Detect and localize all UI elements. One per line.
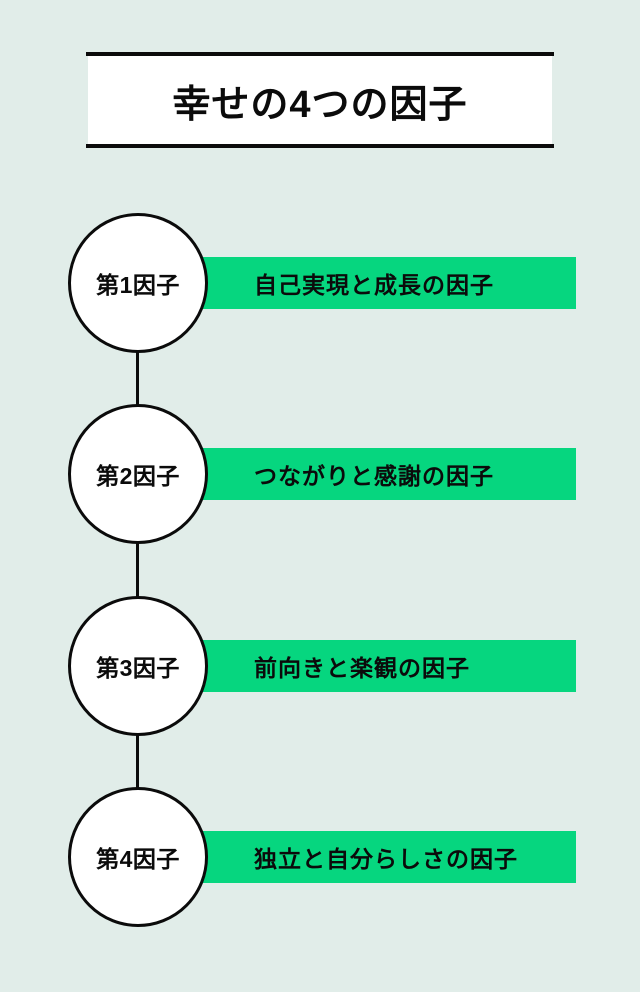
connector-line-2-3	[136, 540, 139, 628]
factor-row[interactable]: 自己実現と成長の因子 第1因子	[0, 212, 640, 354]
factor-bar: 独立と自分らしさの因子	[150, 831, 576, 883]
page-title-block: 幸せの4つの因子	[86, 52, 554, 148]
page-title: 幸せの4つの因子	[172, 83, 468, 126]
connector-line-3-4	[136, 731, 139, 819]
factor-badge-label: 第3因子	[96, 655, 180, 681]
factor-row[interactable]: つながりと感謝の因子 第2因子	[0, 403, 640, 545]
factor-row[interactable]: 独立と自分らしさの因子 第4因子	[0, 786, 640, 928]
factor-badge-circle[interactable]: 第3因子	[68, 596, 208, 736]
factor-bar: 自己実現と成長の因子	[150, 257, 576, 309]
title-rule-top	[86, 52, 554, 56]
connector-line-1-2	[136, 348, 139, 436]
title-card	[88, 52, 552, 148]
factor-badge-circle[interactable]: 第2因子	[68, 404, 208, 544]
factor-label: 前向きと楽観の因子	[254, 655, 470, 681]
factor-row[interactable]: 前向きと楽観の因子 第3因子	[0, 595, 640, 737]
factor-badge-circle[interactable]: 第4因子	[68, 787, 208, 927]
factor-label: 自己実現と成長の因子	[254, 272, 494, 298]
factor-bar: 前向きと楽観の因子	[150, 640, 576, 692]
factor-badge-label: 第2因子	[96, 463, 180, 489]
factor-badge-circle[interactable]: 第1因子	[68, 213, 208, 353]
title-rule-bottom	[86, 144, 554, 148]
factor-label: つながりと感謝の因子	[254, 463, 494, 489]
factor-bar: つながりと感謝の因子	[150, 448, 576, 500]
factor-badge-label: 第1因子	[96, 272, 180, 298]
factor-badge-label: 第4因子	[96, 846, 180, 872]
factor-label: 独立と自分らしさの因子	[254, 846, 518, 872]
